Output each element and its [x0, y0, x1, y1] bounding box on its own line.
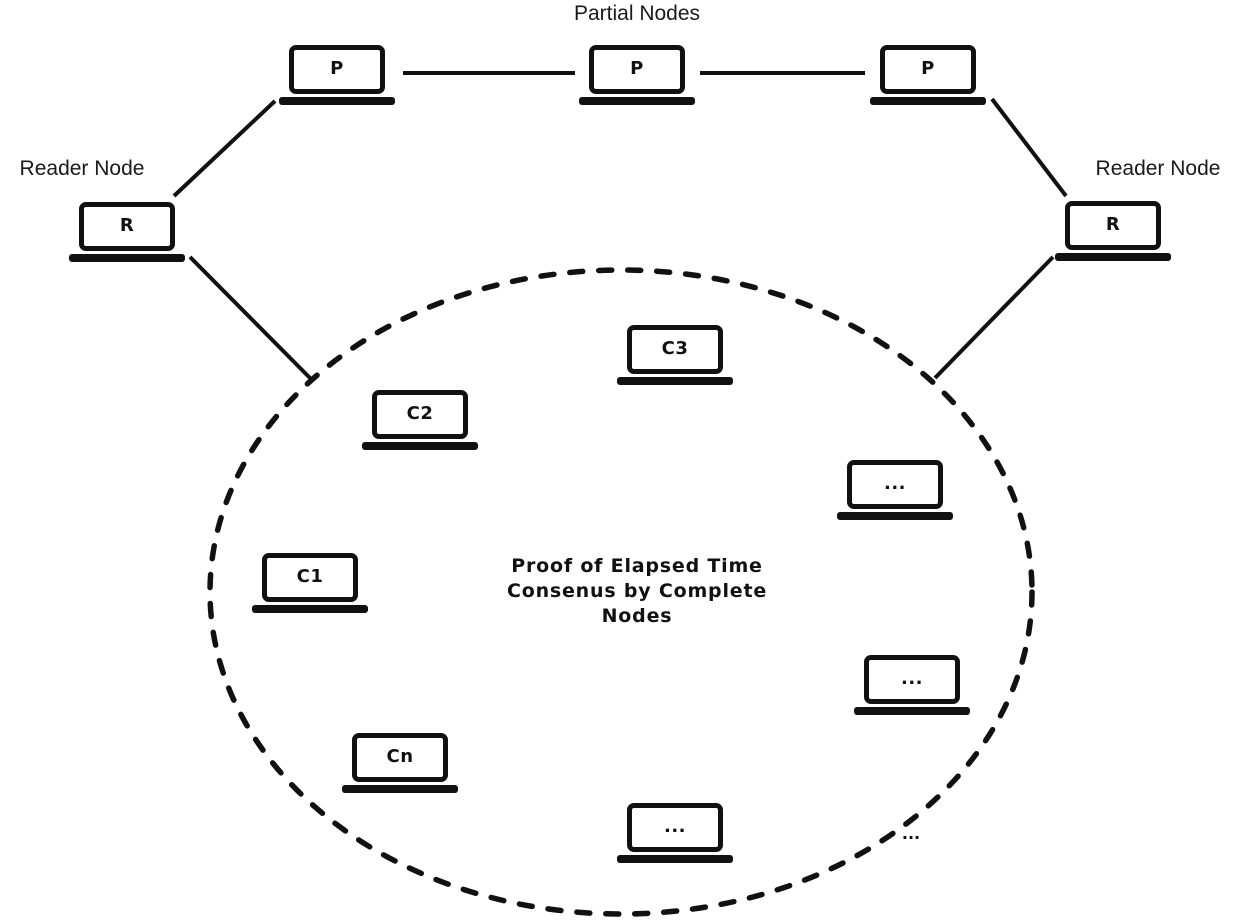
laptop-base-icon	[870, 97, 986, 105]
laptop-base-icon	[579, 97, 695, 105]
link-p3-reader-right	[990, 97, 1068, 198]
node-label: P	[921, 57, 935, 79]
node-reader-left: R	[69, 202, 185, 262]
node-label: R	[1105, 213, 1121, 235]
laptop-base-icon	[362, 442, 478, 450]
node-label: R	[119, 214, 135, 236]
laptop-screen-icon: P	[589, 45, 685, 94]
laptop-base-icon	[252, 605, 368, 613]
laptop-base-icon	[617, 855, 733, 863]
link-reader-left-circle	[188, 255, 312, 380]
node-reader-right: R	[1055, 201, 1171, 261]
node-complete-c3: C3	[617, 325, 733, 385]
node-complete-more-1: ...	[837, 460, 953, 520]
node-label: ...	[900, 667, 923, 689]
node-label: C1	[296, 565, 324, 587]
laptop-base-icon	[837, 512, 953, 520]
label-reader-node-left: Reader Node	[19, 157, 145, 180]
laptop-base-icon	[69, 254, 185, 262]
node-label: P	[630, 57, 644, 79]
outer-ellipsis-text: ...	[901, 824, 921, 843]
node-partial-3: P	[870, 45, 986, 105]
node-label: C2	[406, 402, 434, 424]
node-complete-c2: C2	[362, 390, 478, 450]
link-p1-reader-left	[172, 99, 277, 198]
laptop-screen-icon: P	[289, 45, 385, 94]
node-label: Cn	[386, 745, 414, 767]
laptop-base-icon	[342, 785, 458, 793]
node-partial-2: P	[579, 45, 695, 105]
laptop-screen-icon: ...	[864, 655, 960, 704]
laptop-screen-icon: ...	[847, 460, 943, 509]
consensus-boundary-dashed-ellipse	[207, 267, 1035, 917]
link-reader-right-circle	[933, 255, 1055, 380]
node-complete-c1: C1	[252, 553, 368, 613]
laptop-screen-icon: C2	[372, 390, 468, 439]
laptop-base-icon	[617, 377, 733, 385]
laptop-base-icon	[854, 707, 970, 715]
laptop-base-icon	[1055, 253, 1171, 261]
laptop-screen-icon: Cn	[352, 733, 448, 782]
node-label: ...	[663, 815, 686, 837]
laptop-base-icon	[279, 97, 395, 105]
node-partial-1: P	[279, 45, 395, 105]
node-label: ...	[883, 472, 906, 494]
node-label: P	[330, 57, 344, 79]
caption-line-2: Consenus by Complete	[506, 580, 768, 602]
label-reader-node-right: Reader Node	[1095, 157, 1221, 180]
node-complete-more-2: ...	[854, 655, 970, 715]
caption-consensus: Proof of Elapsed Time Consenus by Comple…	[457, 554, 817, 629]
caption-line-3: Nodes	[601, 605, 673, 627]
laptop-screen-icon: C1	[262, 553, 358, 602]
laptop-screen-icon: ...	[627, 803, 723, 852]
caption-line-1: Proof of Elapsed Time	[511, 555, 763, 577]
node-complete-more-3: ...	[617, 803, 733, 863]
laptop-screen-icon: R	[79, 202, 175, 251]
laptop-screen-icon: P	[880, 45, 976, 94]
laptop-screen-icon: R	[1065, 201, 1161, 250]
label-partial-nodes: Partial Nodes	[573, 2, 701, 25]
laptop-screen-icon: C3	[627, 325, 723, 374]
node-label: C3	[661, 337, 689, 359]
node-complete-cn: Cn	[342, 733, 458, 793]
